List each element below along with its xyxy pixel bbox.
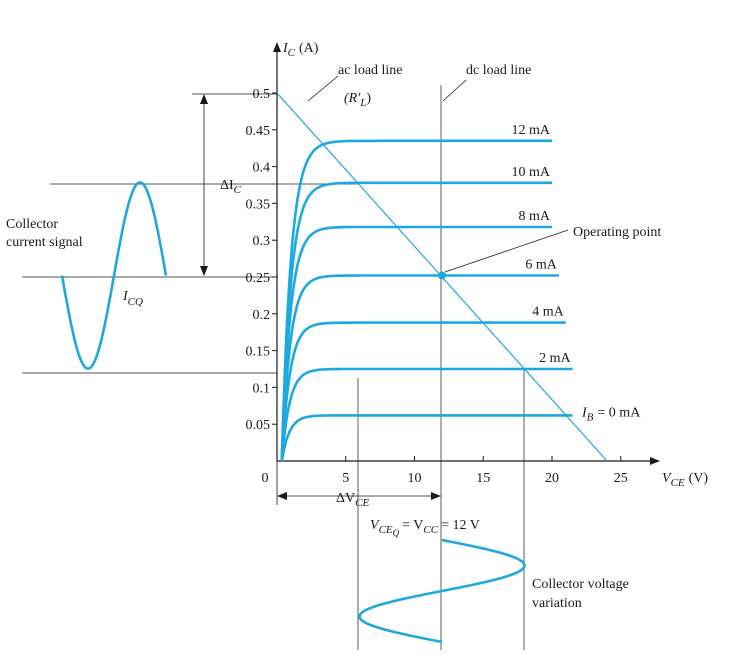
leader-lines (307, 75, 569, 273)
characteristic-curves (280, 139, 573, 462)
ib-curve (280, 414, 573, 462)
operating-point-label: Operating point (573, 225, 661, 240)
x-tick-label: 0 (262, 471, 269, 486)
ib-curve-label: 10 mA (512, 165, 551, 180)
ac-load-line-r-label: (R′L) (344, 91, 371, 109)
ib-curve (280, 274, 559, 462)
delta-ic-label: ΔIC (220, 178, 242, 196)
y-tick-label: 0.3 (253, 234, 271, 249)
collector-current-label-line1: Collector (6, 217, 58, 232)
y-tick-label: 0.25 (246, 271, 271, 286)
ib-curve-label: 12 mA (512, 123, 551, 138)
collector-voltage-variation-wave (358, 538, 526, 644)
y-tick-label: 0.35 (246, 197, 271, 212)
ib-curve (280, 225, 552, 462)
x-tick-label: 20 (545, 471, 559, 486)
delta-vce-label: ΔVCE (336, 491, 369, 509)
collector-voltage-label-line1: Collector voltage (532, 577, 629, 592)
reference-lines (22, 85, 525, 650)
vceq-label: VCEQ= VCC= 12 V (370, 518, 480, 538)
y-axis-title: IC(A) (282, 41, 319, 59)
collector-current-label-line2: current signal (6, 235, 83, 250)
y-tick-label: 0.45 (246, 124, 271, 139)
operating-point-marker (438, 271, 446, 280)
x-tick-label: 15 (476, 471, 490, 486)
icq-label: ICQ (122, 289, 143, 308)
axes (273, 42, 660, 465)
collector-current-signal-wave (60, 181, 168, 370)
ib-curve (280, 321, 566, 462)
y-tick-label: 0.1 (253, 381, 271, 396)
x-axis-title: VCE(V) (662, 471, 708, 489)
ib-curve (280, 181, 552, 462)
delta-vce-dimension (277, 492, 441, 500)
x-tick-label: 5 (342, 471, 349, 486)
y-tick-label: 0.15 (246, 345, 271, 360)
y-tick-label: 0.4 (253, 161, 271, 176)
ib-curve-label: 2 mA (539, 351, 571, 366)
ac-load-line-label: ac load line (338, 63, 403, 78)
ib-curve (280, 139, 552, 462)
x-tick-label: 25 (614, 471, 628, 486)
ib-curve-label: 8 mA (519, 209, 551, 224)
ib-curve-label: IB= 0 mA (581, 405, 641, 423)
x-axis-arrow (650, 457, 660, 465)
ib-curve-label: 4 mA (532, 305, 564, 320)
collector-voltage-label-line2: variation (532, 596, 582, 611)
y-axis-arrow (273, 42, 281, 52)
ib-curve-label: 6 mA (525, 258, 557, 273)
operating-point-leader (444, 229, 569, 273)
y-tick-label: 0.05 (246, 418, 271, 433)
dc-load-line-label: dc load line (466, 63, 531, 78)
dc-load-line-leader (442, 79, 467, 102)
delta-ic-dimension (200, 94, 208, 276)
x-tick-label: 10 (408, 471, 422, 486)
ac-load-line-leader (307, 75, 339, 102)
tick-labels: 0 5 10 15 20 25 0.05 0.1 0.15 0.2 0.25 0.3 0.35 0.4 0.… (246, 87, 628, 486)
curve-labels: IB= 0 mA 2 mA 4 mA 6 mA 8 mA 10 mA 12 mA (512, 123, 642, 424)
y-tick-label: 0.5 (253, 87, 271, 102)
y-tick-label: 0.2 (253, 308, 271, 323)
